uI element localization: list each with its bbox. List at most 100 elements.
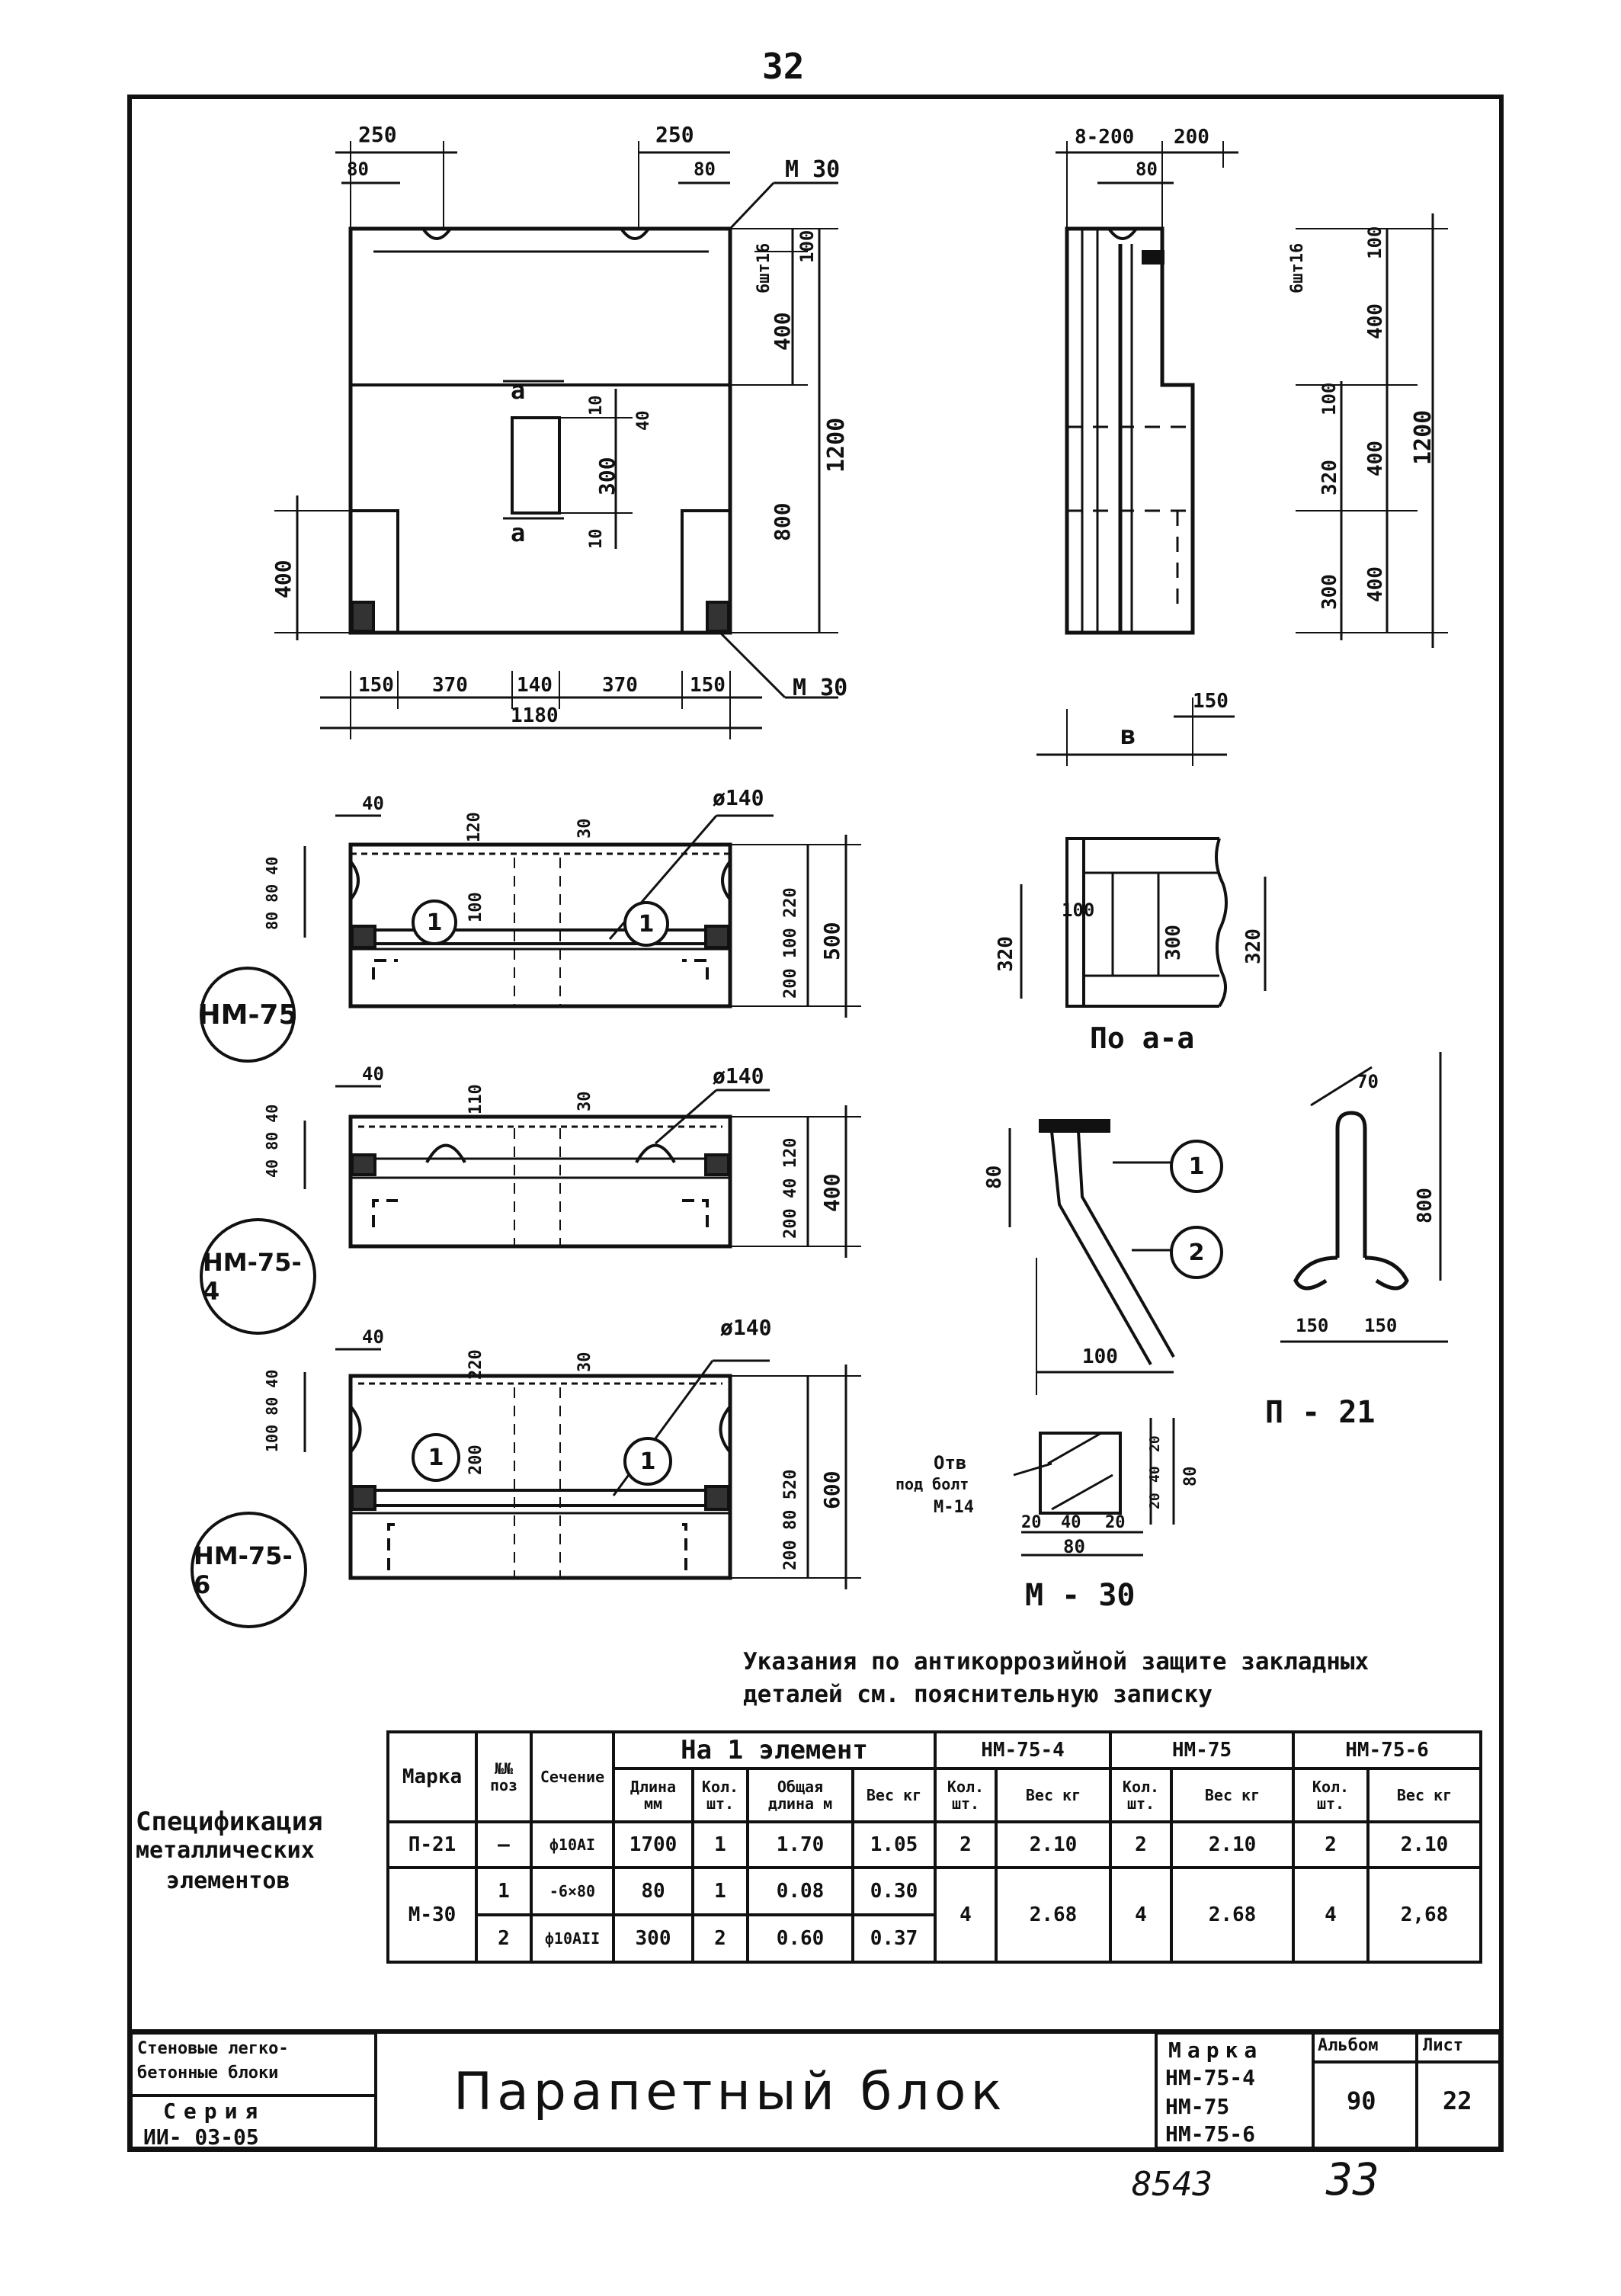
spec-h-nm75-4: НМ-75-4: [934, 1730, 1112, 1770]
m30-dim-b1: 20: [1021, 1513, 1042, 1532]
opening-side: 40: [634, 410, 653, 431]
spec-cell: 2.10: [1366, 1820, 1482, 1869]
dim-top-left-sub: 80: [347, 159, 369, 180]
side-dim-r5: 400: [1364, 566, 1387, 602]
bottom-dim-4: 370: [602, 674, 638, 697]
p754-dim-110: 110: [466, 1084, 485, 1114]
tb-sheet-label: Лист: [1423, 2036, 1463, 2055]
tb-marka-label: Марка: [1168, 2038, 1264, 2063]
side-dim-r3: 100: [1318, 382, 1340, 415]
spec-h-length: Длина мм: [612, 1767, 694, 1823]
tb-left-line1: Стеновые легко-: [137, 2039, 289, 2058]
p21-label: П - 21: [1265, 1395, 1376, 1430]
spec-cell: 2.68: [1170, 1866, 1295, 1964]
spec-title-line1: Спецификация: [136, 1807, 323, 1837]
bottom-dim-2: 370: [432, 674, 468, 697]
page-number-top: 32: [762, 46, 805, 87]
aa-dim-inner: 100: [1062, 899, 1095, 921]
side-dim-top2: 200: [1174, 126, 1209, 149]
spec-cell: 0.08: [746, 1866, 854, 1916]
bottom-dim-1: 150: [358, 674, 394, 697]
p21-dim-150a: 150: [1296, 1315, 1329, 1336]
side-dim-r1: 100: [1364, 226, 1386, 259]
dim-top-left: 250: [358, 122, 397, 147]
spec-cell: 80: [612, 1866, 694, 1916]
p75-dim-120: 120: [465, 812, 484, 842]
bottom-dim-3: 140: [517, 674, 553, 697]
spec-h-nm75-6: НМ-75-6: [1292, 1730, 1482, 1770]
m30-detail: [1013, 1418, 1175, 1557]
spec-h-weight-nm75-4: Вес кг: [995, 1767, 1112, 1823]
p754-dim-right-total: 400: [819, 1173, 844, 1212]
p756-dim-30: 30: [575, 1352, 594, 1373]
spec-cell: М-30: [386, 1866, 478, 1964]
p756-dim-40: 40: [362, 1326, 384, 1348]
spec-cell: 0.30: [851, 1866, 937, 1916]
bottom-total: 1180: [511, 704, 559, 727]
spec-cell: 2,68: [1366, 1866, 1482, 1964]
p75-dim-100: 100: [466, 892, 485, 922]
p756-pos-text-1: 1: [428, 1444, 444, 1471]
aa-dim-right: 320: [1242, 928, 1265, 964]
p75-dim-40: 40: [362, 793, 384, 814]
anchor-pos2-circle: 2: [1170, 1226, 1223, 1279]
p21-detail: [1280, 1052, 1448, 1343]
spec-cell: 1.70: [746, 1820, 854, 1869]
spec-h-qty-nm75: Кол. шт.: [1109, 1767, 1173, 1823]
spec-cell: 0.37: [851, 1913, 937, 1964]
p75-pos-circle-2: 1: [623, 901, 669, 947]
spec-h-weight-nm75: Вес кг: [1170, 1767, 1295, 1823]
p756-pos-circle-2: 1: [623, 1437, 672, 1486]
spec-cell: 4: [934, 1866, 998, 1964]
anchor-detail: [1008, 1119, 1175, 1395]
spec-cell: -6×80: [530, 1866, 615, 1916]
drawing-title: Парапетный блок: [453, 2062, 1007, 2122]
spec-cell: 1700: [612, 1820, 694, 1869]
plan-nm75: [303, 814, 861, 1018]
spec-h-nm75: НМ-75: [1109, 1730, 1295, 1770]
table-row: 2 ф10АII 300 2 0.60 0.37: [388, 1913, 1481, 1964]
side-dim-left1: 320: [1318, 460, 1341, 495]
spec-cell: 0.60: [746, 1913, 854, 1964]
spec-h-qty: Кол. шт.: [691, 1767, 749, 1823]
bottom-dim-5: 150: [690, 674, 726, 697]
dim-right-1b: 6шт16: [754, 242, 774, 293]
spec-cell: ф10АII: [530, 1913, 615, 1964]
anchor-pos1-text: 1: [1188, 1153, 1205, 1180]
p21-dim-150b: 150: [1364, 1315, 1398, 1336]
table-row: П-21 — ф10АI 1700 1 1.70 1.05 2 2.10 2 2…: [386, 1820, 1482, 1869]
title-block-album: Альбом 90: [1312, 2031, 1418, 2150]
p75-pos-text-2: 1: [638, 910, 655, 938]
p756-dim-right-total: 600: [819, 1470, 844, 1509]
side-dim-r1b: 6шт16: [1288, 242, 1307, 293]
aa-caption: По а-а: [1090, 1021, 1195, 1055]
aa-dim-mid: 300: [1162, 925, 1185, 960]
anchor-dim-80: 80: [983, 1165, 1006, 1189]
p756-dim-220: 220: [466, 1349, 485, 1380]
spec-cell: 2: [1109, 1820, 1173, 1869]
p756-dim-200: 200: [466, 1445, 485, 1475]
aa-dim-left: 320: [995, 936, 1017, 972]
p756-diameter: ø140: [720, 1315, 772, 1340]
dim-right-1: 100: [796, 229, 818, 263]
p75-pos-circle-1: 1: [412, 899, 457, 945]
table-row: М-30 1 -6×80 80 1 0.08 0.30 4 2.68 4 2.6…: [386, 1866, 1482, 1964]
p75-diameter: ø140: [713, 785, 764, 810]
p754-dim-40: 40: [362, 1063, 384, 1085]
side-bottom-label: в: [1120, 720, 1136, 751]
mark-nm75-6-badge: НМ-75-6: [191, 1512, 307, 1628]
m30-dim-r3: 20: [1147, 1493, 1163, 1509]
p756-dims-right: 200 80 520: [781, 1469, 800, 1570]
m30-dim-total: 80: [1063, 1536, 1085, 1557]
spec-cell: 300: [612, 1913, 694, 1964]
spec-h-pos: №№ поз: [475, 1730, 533, 1823]
mark-nm75-6-text: НМ-75-6: [194, 1541, 293, 1599]
spec-cell: —: [475, 1820, 533, 1869]
p754-dim-left-stack: 40 80 40: [263, 1104, 281, 1178]
title-block-sheet: Лист 22: [1415, 2031, 1501, 2150]
p754-dims-right: 200 40 120: [781, 1137, 800, 1239]
p756-pos-circle-1: 1: [412, 1433, 460, 1482]
mark-nm75-badge: НМ-75: [198, 967, 298, 1063]
opening-top: 10: [587, 395, 606, 416]
